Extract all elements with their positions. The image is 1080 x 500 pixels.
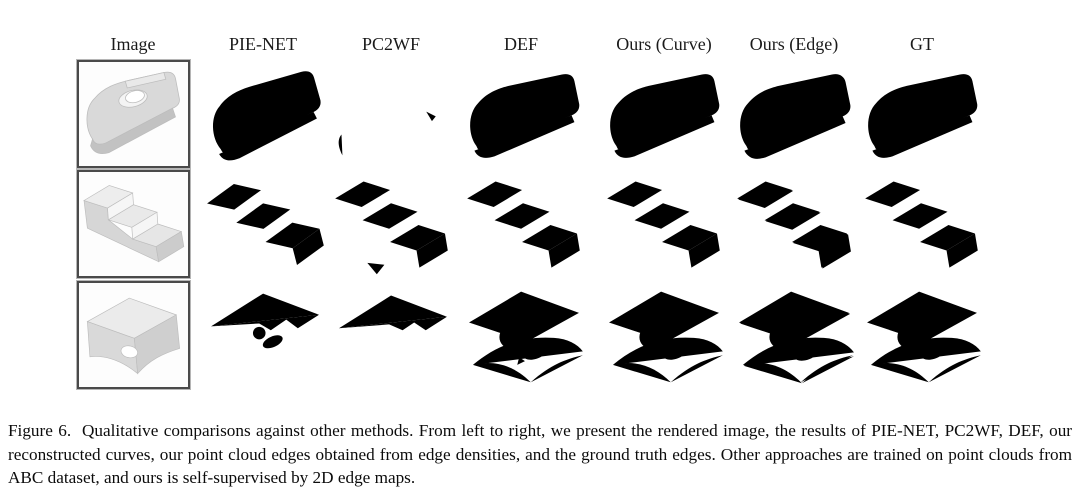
- row2-gt-wireframe: [857, 172, 985, 278]
- figure-caption: Figure 6. Qualitative comparisons agains…: [8, 419, 1072, 490]
- row3-ours-curve-wireframe: [599, 282, 729, 390]
- row1-image-render: [76, 59, 191, 169]
- row2-pc2wf-wireframe: [327, 172, 455, 278]
- row3-pienet-wireframe: [201, 282, 331, 390]
- row1-pc2wf-wireframe: [327, 64, 455, 164]
- row3-ours-edge-pointcloud: [729, 282, 859, 390]
- figure-caption-body: Qualitative comparisons against other me…: [8, 421, 1073, 488]
- row1-ours-curve-wireframe: [599, 64, 727, 164]
- row1-gt-wireframe: [857, 64, 985, 164]
- row2-image-render: [76, 169, 191, 279]
- figure-caption-label: Figure 6.: [8, 421, 72, 441]
- row1-pienet-wireframe: [201, 64, 329, 164]
- column-header-ours-edge: Ours (Edge): [749, 34, 839, 54]
- column-header-pienet: PIE-NET: [229, 34, 297, 54]
- column-header-pc2wf: PC2WF: [361, 34, 421, 54]
- column-header-image: Image: [110, 34, 156, 54]
- row3-pc2wf-wireframe: [327, 282, 457, 390]
- row2-pienet-wireframe: [201, 172, 329, 278]
- column-header-ours-curve: Ours (Curve): [616, 34, 712, 54]
- row2-ours-curve-wireframe: [599, 172, 727, 278]
- row3-gt-wireframe: [857, 282, 987, 390]
- row3-image-render: [76, 280, 191, 390]
- row1-def-wireframe: [459, 64, 587, 164]
- column-header-def: DEF: [503, 34, 539, 54]
- row2-def-wireframe: [459, 172, 587, 278]
- row3-def-wireframe: [459, 282, 589, 390]
- row2-ours-edge-pointcloud: [729, 172, 857, 278]
- column-header-gt: GT: [910, 34, 934, 54]
- row1-ours-edge-pointcloud: [729, 64, 857, 164]
